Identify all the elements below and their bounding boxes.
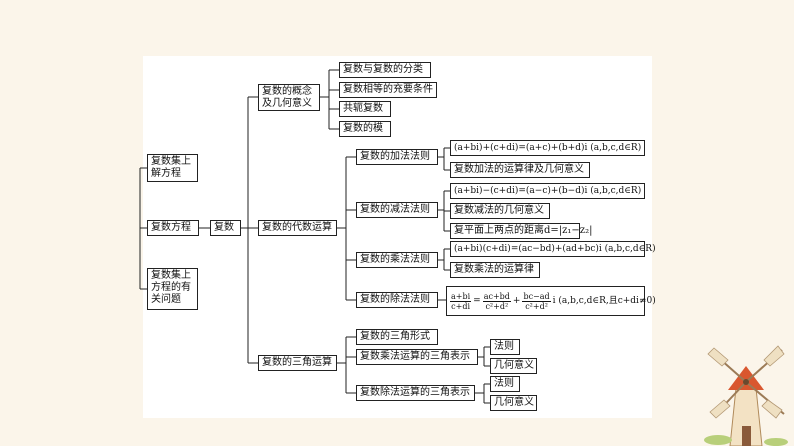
node-subtraction-formula: (a+bi)−(c+di)=(a−c)+(b−d)i (a,b,c,d∈R) — [450, 183, 645, 199]
node-equality-condition: 复数相等的充要条件 — [339, 82, 437, 98]
node-multiplication-rule: 复数的乘法法则 — [356, 252, 438, 268]
node-trig-mul-meaning: 几何意义 — [490, 358, 537, 374]
node-multiplication-formula: (a+bi)(c+di)=(ac−bd)+(ad+bc)i (a,b,c,d∈R… — [450, 241, 645, 257]
node-subtraction-rule: 复数的减法法则 — [356, 202, 438, 218]
division-plus: + — [513, 295, 521, 307]
node-complex-equation: 复数方程 — [147, 220, 199, 236]
windmill-icon — [690, 330, 794, 446]
node-trig-div-meaning: 几何意义 — [490, 395, 537, 411]
node-trig-division: 复数除法运算的三角表示 — [356, 385, 475, 401]
node-addition-rule: 复数的加法法则 — [356, 149, 438, 165]
node-trig-form: 复数的三角形式 — [356, 329, 438, 345]
node-trig-div-rule: 法则 — [490, 376, 520, 392]
division-eq: = — [473, 295, 481, 307]
node-algebra-ops: 复数的代数运算 — [258, 220, 337, 236]
node-concept: 复数的概念及几何意义 — [258, 84, 320, 111]
node-addition-law: 复数加法的运算律及几何意义 — [450, 162, 590, 178]
node-multiplication-law: 复数乘法的运算律 — [450, 262, 540, 278]
node-distance: 复平面上两点的距离d=|z₁−z₂| — [450, 223, 580, 239]
node-modulus: 复数的模 — [339, 121, 391, 137]
node-trig-mul-rule: 法则 — [490, 339, 520, 355]
node-addition-formula: (a+bi)+(c+di)=(a+c)+(b+d)i (a,b,c,d∈R) — [450, 140, 645, 156]
node-subtraction-meaning: 复数减法的几何意义 — [450, 203, 550, 219]
division-tail: i (a,b,c,d∈R,且c+di≠0) — [553, 295, 656, 307]
node-conjugate: 共轭复数 — [339, 101, 391, 117]
node-solve-equation: 复数集上解方程 — [147, 154, 198, 182]
node-complex: 复数 — [210, 220, 241, 236]
node-equation-problems: 复数集上方程的有关问题 — [147, 268, 198, 310]
node-trig-multiplication: 复数乘法运算的三角表示 — [356, 349, 478, 365]
node-trig-ops: 复数的三角运算 — [258, 355, 337, 371]
node-classification: 复数与复数的分类 — [339, 62, 431, 78]
node-division-rule: 复数的除法法则 — [356, 292, 438, 308]
